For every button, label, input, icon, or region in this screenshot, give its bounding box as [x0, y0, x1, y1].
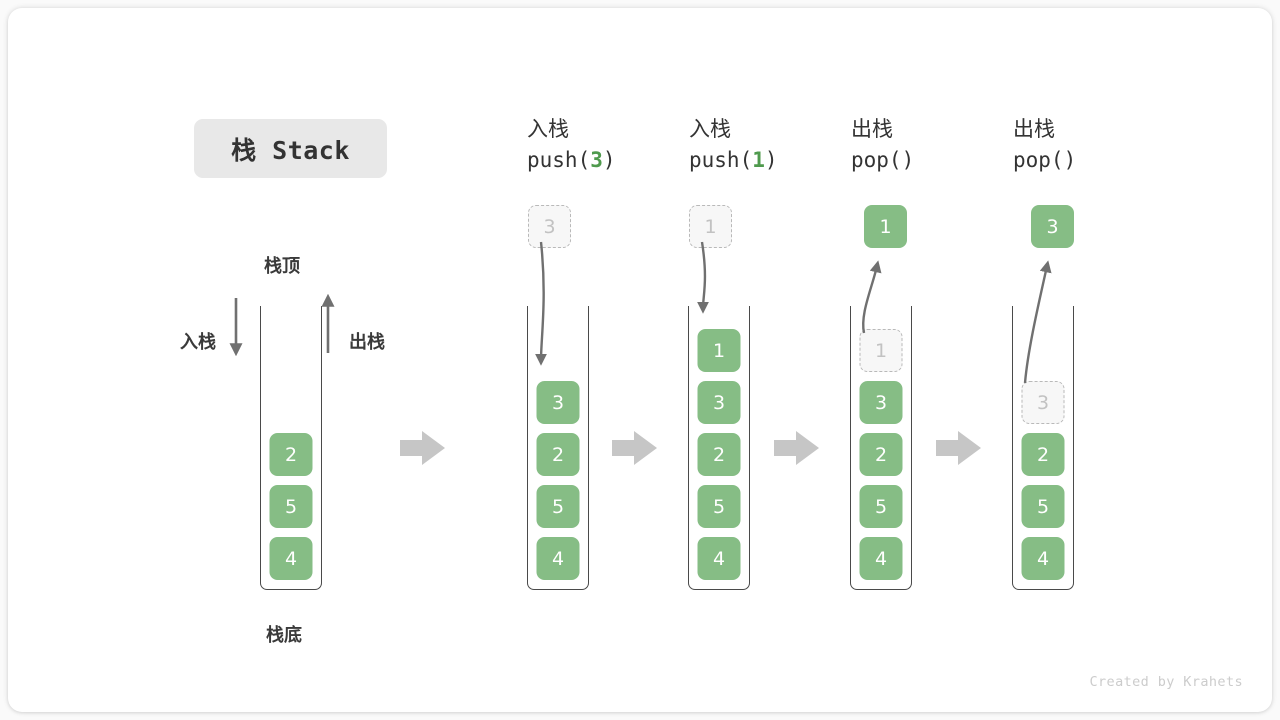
column-header-cn: 入栈: [689, 117, 731, 141]
pop-direction-label: 出栈: [349, 332, 385, 353]
flow-arrow-1: [400, 431, 445, 465]
stack-cell: 3: [859, 381, 903, 424]
stack-bottom-label: 栈底: [266, 625, 302, 646]
column-header-push-3: 入栈 push(3): [527, 114, 697, 176]
column-header-pop-3: 出栈 pop(): [1013, 114, 1183, 176]
column-header-cn: 出栈: [851, 117, 893, 141]
flow-arrow-2: [612, 431, 657, 465]
stack-cell: 5: [269, 485, 313, 528]
stack-column-initial: 4 5 2: [260, 306, 322, 590]
stack-column-push-1: 4 5 2 3 1: [688, 306, 750, 590]
stack-cell: 2: [859, 433, 903, 476]
stack-cell: 4: [1021, 537, 1065, 580]
stack-cell: 4: [269, 537, 313, 580]
flow-arrow-4: [936, 431, 981, 465]
stack-title-chip: 栈 Stack: [194, 119, 387, 178]
push-1-motion-arrow-icon: [697, 241, 710, 314]
stack-cell: 5: [697, 485, 741, 528]
incoming-value-ghost-1: 1: [689, 205, 732, 248]
stack-top-label: 栈顶: [264, 256, 300, 277]
stack-cell: 5: [536, 485, 580, 528]
popped-value-1: 1: [864, 205, 907, 248]
stack-cell: 3: [697, 381, 741, 424]
stack-cell: 4: [536, 537, 580, 580]
flow-arrow-3: [774, 431, 819, 465]
push-direction-label: 入栈: [180, 332, 216, 353]
stack-cell: 2: [269, 433, 313, 476]
stack-cell: 2: [536, 433, 580, 476]
stack-cell: 5: [1021, 485, 1065, 528]
column-header-cn: 出栈: [1013, 117, 1055, 141]
stack-cell: 4: [859, 537, 903, 580]
diagram-card: 栈 Stack 栈顶 栈底 入栈 出栈 入栈 push(3) 入栈 push(1…: [8, 8, 1272, 712]
stack-column-push-3: 4 5 2 3: [527, 306, 589, 590]
column-header-push-1: 入栈 push(1): [689, 114, 859, 176]
stack-cell: 5: [859, 485, 903, 528]
column-header-code: push(1): [689, 148, 778, 172]
stack-cell-ghost: 3: [1021, 381, 1065, 424]
stack-cell: 2: [1021, 433, 1065, 476]
popped-value-3: 3: [1031, 205, 1074, 248]
stack-cell-ghost: 1: [859, 329, 903, 372]
stack-column-pop-3: 4 5 2 3: [1012, 306, 1074, 590]
stack-cell: 2: [697, 433, 741, 476]
column-header-code: pop(): [1013, 148, 1077, 172]
stack-column-pop-1: 4 5 2 3 1: [850, 306, 912, 590]
column-header-cn: 入栈: [527, 117, 569, 141]
incoming-value-ghost-3: 3: [528, 205, 571, 248]
stack-cell: 1: [697, 329, 741, 372]
stack-cell: 3: [536, 381, 580, 424]
column-header-code: push(3): [527, 148, 616, 172]
column-header-code: pop(): [851, 148, 915, 172]
credit-footer: Created by Krahets: [1089, 674, 1243, 690]
column-header-pop-1: 出栈 pop(): [851, 114, 1021, 176]
stack-cell: 4: [697, 537, 741, 580]
